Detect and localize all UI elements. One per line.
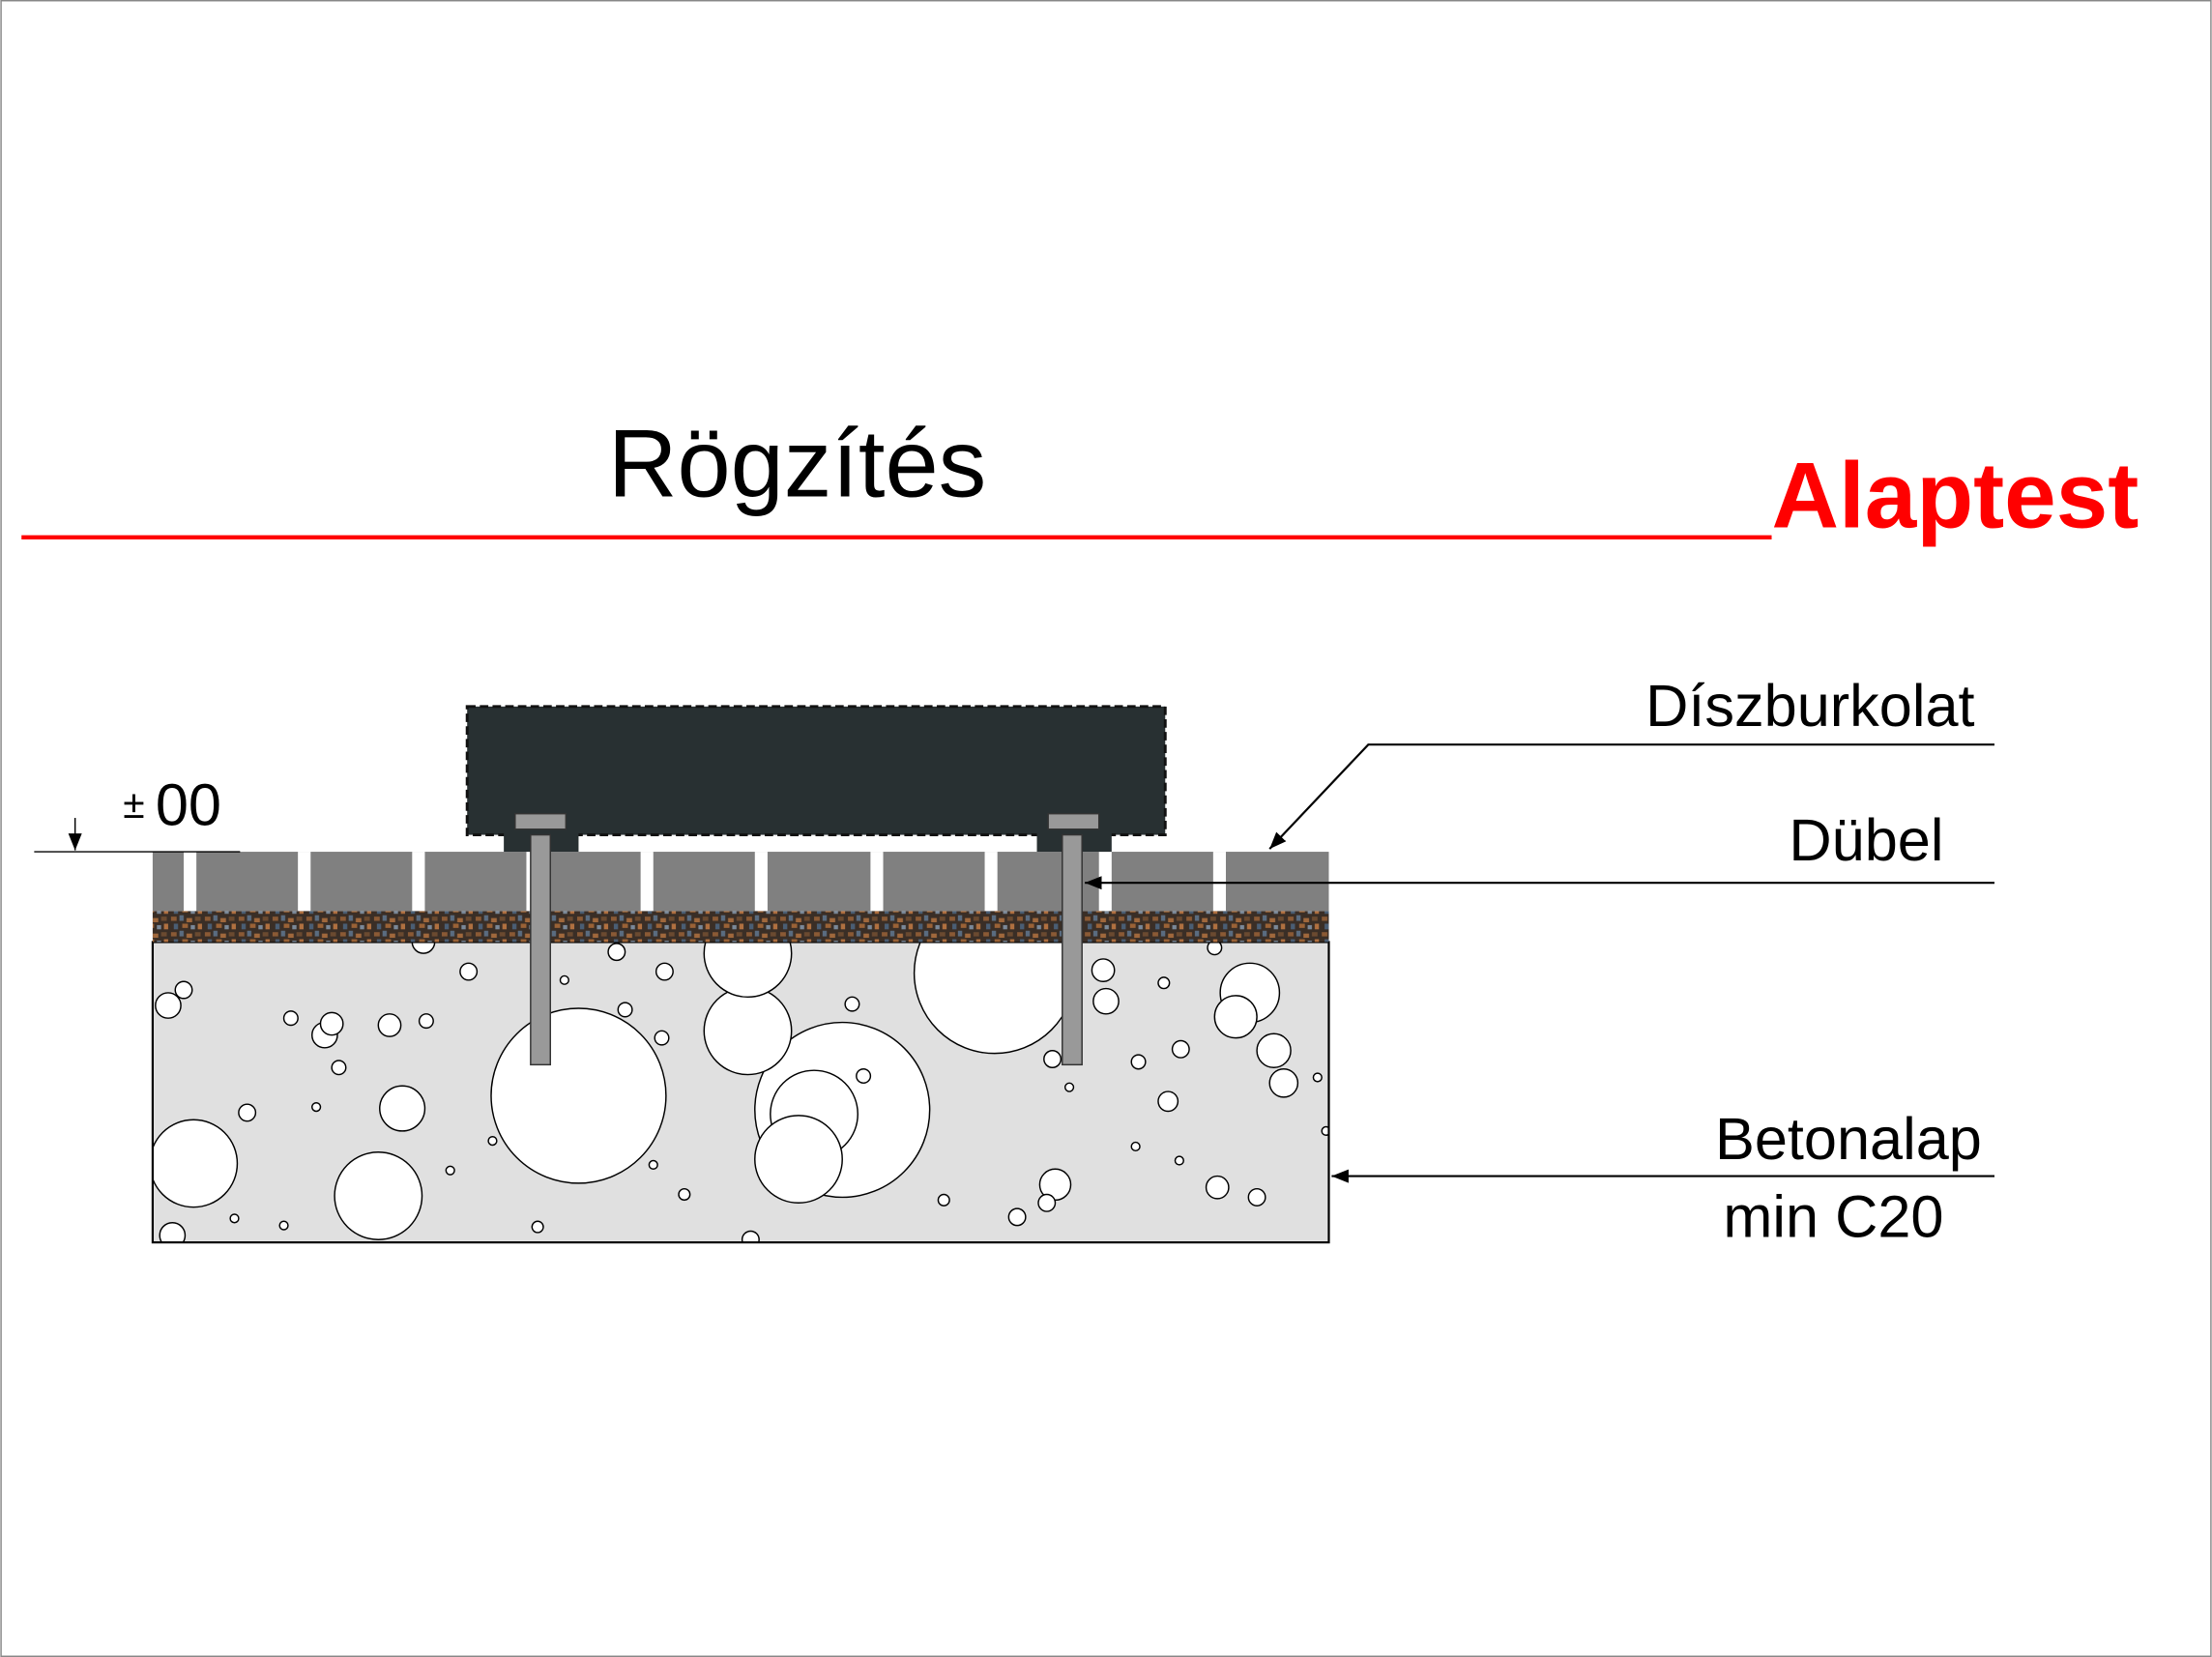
concrete-aggregate [152, 942, 1329, 1243]
aggregate-stone [1174, 1155, 1184, 1166]
paver-joint [640, 852, 654, 912]
paving-layer [152, 852, 1329, 912]
aggregate-stone [607, 943, 626, 962]
paver-joint [870, 852, 884, 912]
aggregate-stone [655, 962, 674, 981]
aggregate-stone [459, 962, 479, 981]
aggregate-stone [331, 1060, 347, 1076]
aggregate-stone [648, 1159, 658, 1171]
aggregate-stone [1171, 1039, 1190, 1059]
aggregate-stone [1043, 1050, 1062, 1068]
aggregate-stone [159, 1221, 187, 1243]
leader-dowel: Dübel [1085, 807, 1994, 890]
aggregate-stone [278, 1220, 289, 1231]
aggregate-stone [678, 1187, 691, 1202]
aggregate-stone [155, 992, 182, 1019]
level-value: 00 [156, 771, 221, 837]
level-sign: ± [123, 782, 144, 827]
label-foundation-grade: min C20 [1723, 1183, 1943, 1249]
aggregate-stone [703, 942, 793, 999]
aggregate-stone [487, 1136, 498, 1147]
paver-joint [183, 852, 197, 912]
anchor-right [1036, 812, 1112, 1066]
aggregate-stone [754, 1115, 843, 1205]
paver-joint [984, 852, 998, 912]
aggregate-stone [377, 1013, 402, 1037]
gravel-bed [152, 911, 1329, 943]
aggregate-stone [174, 980, 193, 1000]
aggregate-stone [1205, 1175, 1230, 1200]
aggregate-stone [282, 1010, 299, 1027]
drawing-title: Rögzítés [608, 410, 986, 517]
aggregate-stone [238, 1103, 257, 1122]
aggregate-stone [311, 1101, 322, 1113]
aggregate-stone [856, 1067, 872, 1085]
aggregate-stone [1092, 987, 1120, 1015]
paver-joint [412, 852, 425, 912]
aggregate-stone [1130, 1141, 1141, 1152]
aggregate-stone [319, 1011, 344, 1036]
leader-foundation: Betonalap min C20 [1331, 1106, 1994, 1249]
aggregate-stone [1247, 1187, 1266, 1206]
level-mark: ± 00 [34, 771, 241, 853]
aggregate-stone [1130, 1054, 1147, 1070]
paver-joint [1098, 852, 1112, 912]
aggregate-stone [654, 1030, 670, 1046]
aggregate-stone [1321, 1125, 1329, 1137]
paver-joint [754, 852, 768, 912]
anchor-left [504, 812, 579, 1066]
paver-joint [298, 852, 311, 912]
aggregate-stone [1312, 1072, 1323, 1083]
aggregate-stone [490, 1007, 667, 1184]
aggregate-stone [334, 1151, 423, 1240]
aggregate-stone [1157, 1090, 1179, 1113]
aggregate-stone [379, 1085, 426, 1132]
label-foundation: Betonalap [1715, 1106, 1982, 1172]
paver-joint [1212, 852, 1226, 912]
aggregate-stone [844, 996, 860, 1012]
aggregate-stone [1007, 1207, 1027, 1227]
aggregate-stone [937, 1193, 950, 1206]
aggregate-stone [411, 942, 436, 954]
aggregate-stone [1213, 995, 1258, 1039]
aggregate-stone [617, 1002, 633, 1018]
aggregate-stone [1207, 942, 1223, 956]
aggregate-stone [1256, 1032, 1292, 1068]
aggregate-stone [1091, 958, 1116, 983]
aggregate-stone [152, 1119, 239, 1208]
aggregate-stone [1157, 976, 1171, 990]
aggregate-stone [741, 1230, 760, 1243]
aggregate-stone [703, 986, 793, 1076]
aggregate-stone [229, 1213, 240, 1224]
aggregate-stone [1268, 1067, 1299, 1098]
aggregate-stone [559, 974, 569, 985]
section-label: Alaptest [1772, 445, 2139, 548]
aggregate-stone [1063, 1082, 1075, 1092]
aggregate-stone [445, 1165, 455, 1176]
aggregate-stone [531, 1220, 544, 1234]
aggregate-stone [1037, 1193, 1057, 1212]
label-paving: Díszburkolat [1645, 673, 1974, 739]
aggregate-stone [418, 1013, 434, 1030]
label-dowel: Dübel [1789, 807, 1943, 873]
concrete-foundation [151, 941, 1330, 1244]
leader-paving: Díszburkolat [1268, 673, 1994, 850]
